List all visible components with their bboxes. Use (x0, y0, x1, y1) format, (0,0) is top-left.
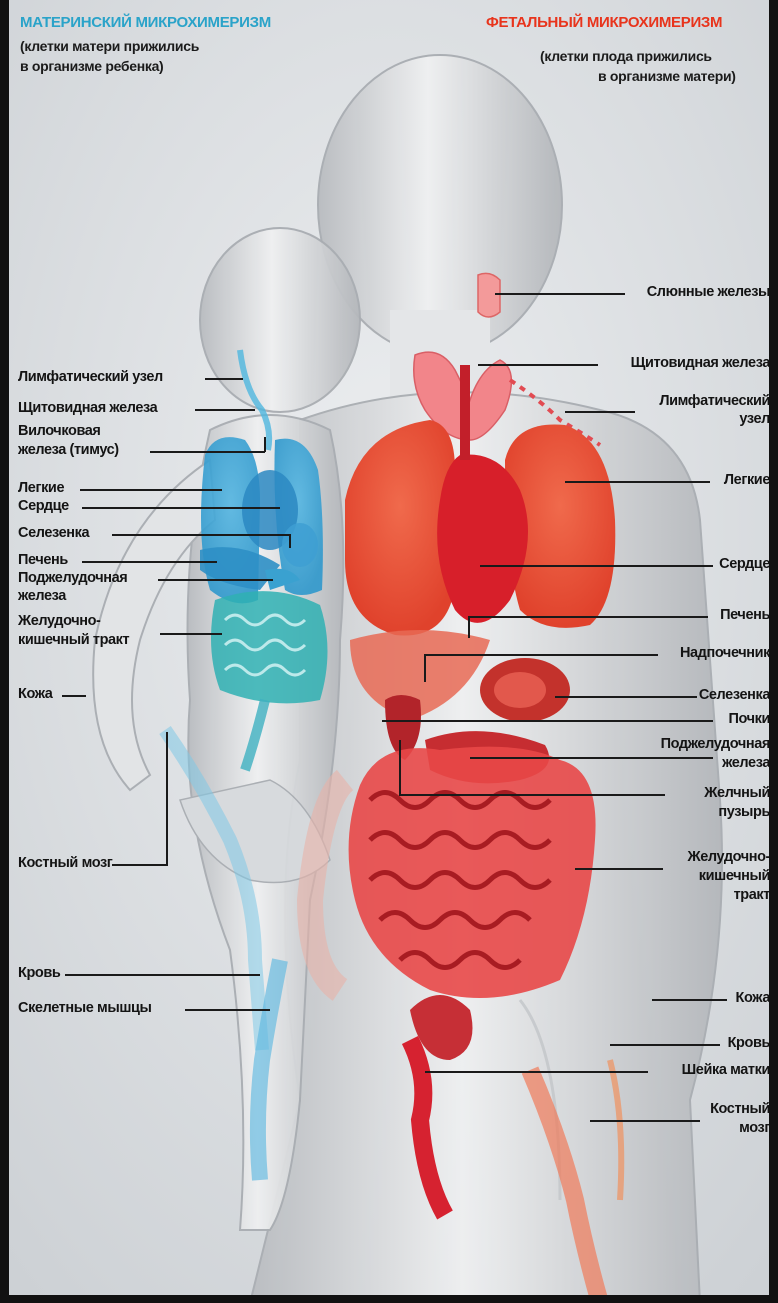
scan-edge-right (769, 0, 778, 1303)
label-mother-bone-marrow-1: Костный (710, 1101, 770, 1118)
label-mother-gallbladder-2: пузырь (718, 804, 770, 821)
leader-mother-blood (610, 1044, 720, 1046)
leader-mother-lungs (565, 481, 710, 483)
leader-mother-thyroid (478, 364, 598, 366)
label-mother-salivary: Слюнные железы (647, 284, 770, 301)
label-child-skeletal-muscle: Скелетные мышцы (18, 1000, 152, 1017)
leader-mother-cervix (425, 1071, 648, 1073)
label-mother-spleen: Селезенка (699, 687, 770, 704)
leader-child-pancreas (158, 579, 273, 581)
leader-mother-pancreas (470, 757, 713, 759)
leader-child-blood (65, 974, 260, 976)
label-child-lungs: Легкие (18, 480, 64, 497)
leader-child-thymus-drop (264, 437, 266, 452)
leader-child-skin (62, 695, 86, 697)
label-mother-lymph-1: Лимфатический (659, 393, 770, 410)
leader-child-gi (160, 633, 222, 635)
label-child-liver: Печень (18, 552, 68, 569)
leader-child-spleen (112, 534, 290, 536)
leader-mother-gallbladder (400, 794, 665, 796)
label-child-spleen: Селезенка (18, 525, 89, 542)
label-child-thymus-1: Вилочковая (18, 423, 101, 440)
label-mother-bone-marrow-2: мозг (739, 1120, 770, 1137)
maternal-subtitle-1: (клетки матери прижились (20, 37, 199, 56)
label-mother-gi-2: кишечный (699, 868, 770, 885)
maternal-subtitle-2: в организме ребенка) (20, 57, 163, 76)
leader-child-thymus (150, 451, 265, 453)
leader-child-liver (82, 561, 217, 563)
label-child-pancreas-1: Поджелудочная (18, 570, 127, 587)
label-mother-pancreas-1: Поджелудочная (661, 736, 770, 753)
leader-mother-bone-marrow (590, 1120, 700, 1122)
leader-mother-spleen (555, 696, 697, 698)
label-mother-gi-3: тракт (734, 887, 770, 904)
label-child-lymph-node: Лимфатический узел (18, 369, 163, 386)
label-child-thyroid: Щитовидная железа (18, 400, 157, 417)
label-mother-lymph-2: узел (739, 411, 770, 428)
label-mother-skin: Кожа (736, 990, 770, 1007)
label-child-gi-2: кишечный тракт (18, 632, 129, 649)
fetal-subtitle-2: в организме матери) (598, 67, 736, 86)
leader-mother-heart (480, 565, 713, 567)
leader-child-heart (82, 507, 280, 509)
label-mother-adrenal: Надпочечник (680, 645, 770, 662)
label-mother-cervix: Шейка матки (682, 1062, 770, 1079)
label-child-skin: Кожа (18, 686, 52, 703)
leader-mother-salivary (495, 293, 625, 295)
label-child-bone-marrow: Костный мозг (18, 855, 112, 872)
leader-mother-kidneys (382, 720, 713, 722)
leader-child-lymph-node (205, 378, 243, 380)
scan-edge-bottom (0, 1295, 778, 1303)
leader-child-thyroid (195, 409, 255, 411)
label-mother-kidneys: Почки (728, 711, 770, 728)
leader-mother-adrenal-drop (424, 654, 426, 682)
leader-child-skeletal-muscle (185, 1009, 270, 1011)
label-child-gi-1: Желудочно- (18, 613, 100, 630)
fetal-header: ФЕТАЛЬНЫЙ МИКРОХИМЕРИЗМ (486, 14, 722, 31)
leader-child-bone-marrow (112, 864, 168, 866)
label-mother-pancreas-2: железа (722, 755, 770, 772)
label-mother-blood: Кровь (728, 1035, 770, 1052)
leader-mother-gi (575, 868, 663, 870)
leader-mother-lymph (565, 411, 635, 413)
fetal-subtitle-1: (клетки плода прижились (540, 47, 712, 66)
label-mother-thyroid: Щитовидная железа (631, 355, 770, 372)
leader-mother-skin (652, 999, 727, 1001)
label-mother-gallbladder-1: Желчный (704, 785, 770, 802)
label-child-heart: Сердце (18, 498, 69, 515)
label-child-pancreas-2: железа (18, 588, 66, 605)
label-mother-heart: Сердце (719, 556, 770, 573)
leader-mother-gallbladder-rise (399, 740, 401, 796)
leader-child-bone-marrow-rise (166, 732, 168, 866)
leader-child-spleen-drop (289, 534, 291, 548)
maternal-header: МАТЕРИНСКИЙ МИКРОХИМЕРИЗМ (20, 14, 271, 31)
label-mother-gi-1: Желудочно- (688, 849, 770, 866)
label-mother-liver: Печень (720, 607, 770, 624)
label-child-thymus-2: железа (тимус) (18, 442, 119, 459)
leader-child-lungs (80, 489, 222, 491)
leader-mother-liver (470, 616, 708, 618)
leader-mother-liver-drop (468, 616, 470, 638)
leader-mother-adrenal (425, 654, 658, 656)
scan-edge-left (0, 0, 9, 1303)
label-child-blood: Кровь (18, 965, 60, 982)
label-mother-lungs: Легкие (724, 472, 770, 489)
